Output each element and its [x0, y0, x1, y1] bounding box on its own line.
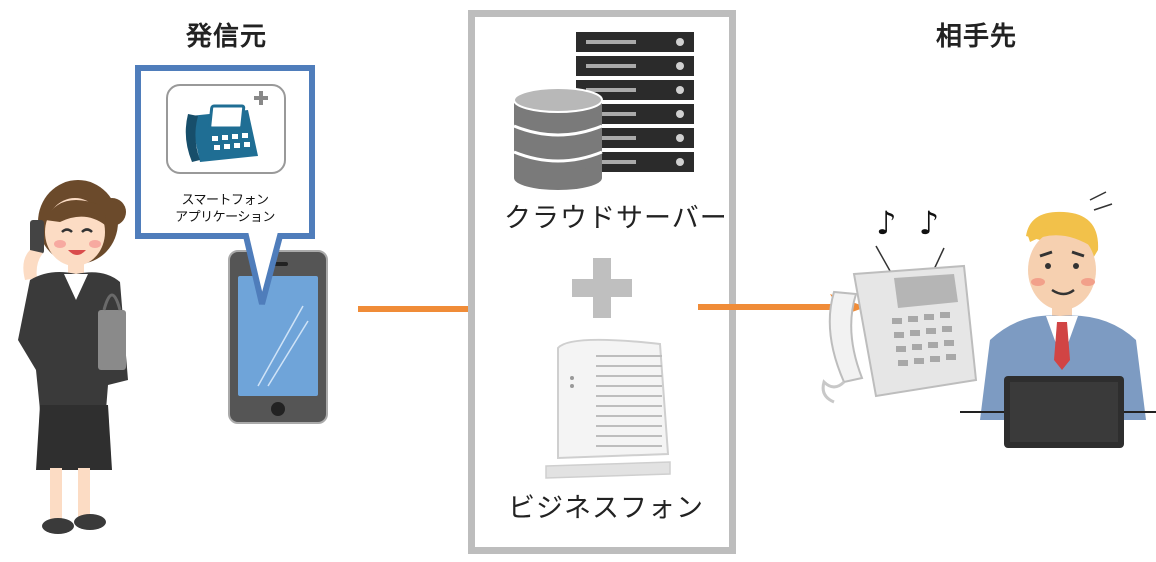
- cloud-server-label: クラウドサーバー: [504, 203, 728, 234]
- smartphone-speaker: [268, 262, 288, 266]
- recipient-heading: 相手先: [936, 22, 1018, 52]
- phone-plus-app-icon: [166, 84, 286, 174]
- database-icon: [513, 87, 603, 190]
- smartphone-home-button: [271, 402, 285, 416]
- app-bubble-label: スマートフォン アプリケーション: [150, 192, 300, 226]
- smartphone: [228, 250, 328, 424]
- business-phone-unit-icon: [545, 338, 671, 479]
- recipient-man-illustration: [960, 191, 1156, 448]
- ringing-notes-icon: ♪ ♪: [876, 204, 946, 242]
- business-phone-label: ビジネスフォン: [508, 493, 704, 524]
- caller-woman-illustration: [18, 180, 128, 534]
- server-rack-icon: [576, 32, 694, 172]
- caller-heading: 発信元: [186, 22, 268, 52]
- plus-icon: [572, 258, 632, 318]
- app-bubble-label-line2: アプリケーション: [175, 210, 275, 225]
- desk-phone-icon: [821, 264, 978, 404]
- app-bubble-label-line1: スマートフォン: [181, 193, 269, 208]
- smartphone-screen: [238, 276, 318, 396]
